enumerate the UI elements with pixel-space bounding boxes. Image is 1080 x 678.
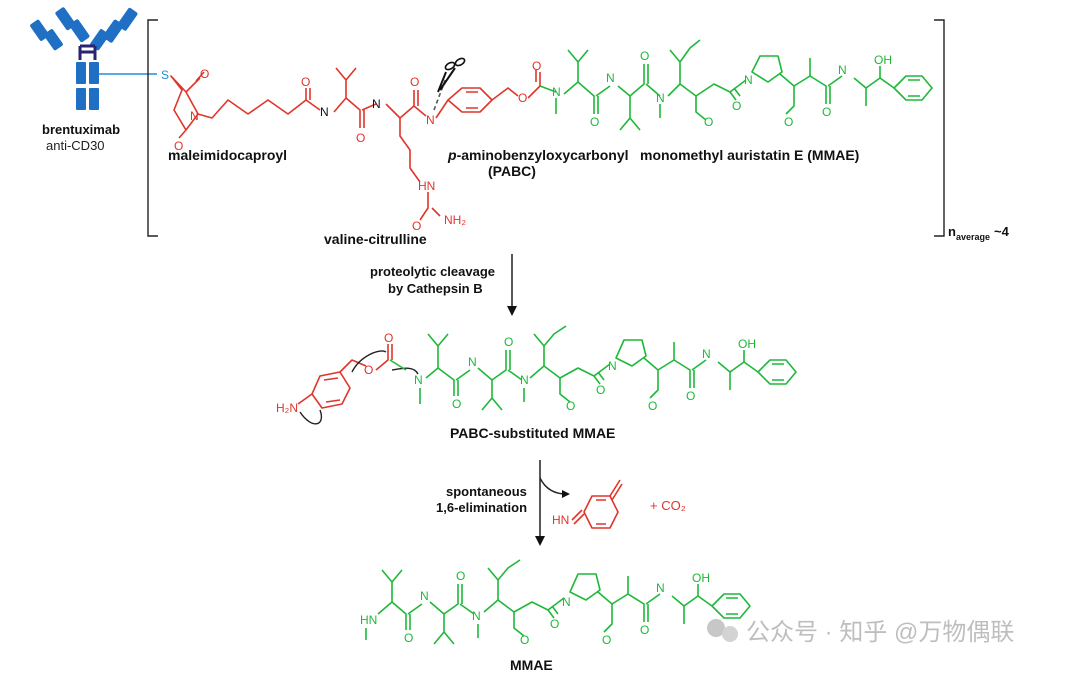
svg-text:O: O (686, 389, 695, 403)
svg-text:OH: OH (738, 337, 756, 351)
svg-text:O: O (384, 331, 393, 345)
step2-line1: spontaneous (446, 484, 527, 499)
right-bracket (934, 19, 945, 237)
svg-text:HN: HN (418, 179, 435, 193)
svg-text:O: O (640, 623, 649, 637)
svg-text:O: O (174, 139, 183, 153)
step1-line1: proteolytic cleavage (370, 264, 495, 279)
svg-text:O: O (520, 633, 529, 647)
linker-structure: S O O N O N O N O N HN O NH₂ O O (161, 59, 541, 233)
co2-label: + CO₂ (650, 498, 686, 513)
svg-text:N: N (426, 113, 435, 127)
svg-text:O: O (200, 67, 209, 81)
svg-text:O: O (404, 631, 413, 645)
svg-text:O: O (732, 99, 741, 113)
svg-text:O: O (596, 383, 605, 397)
svg-text:N: N (608, 359, 617, 373)
svg-text:N: N (420, 589, 429, 603)
svg-text:O: O (566, 399, 575, 413)
svg-text:N: N (562, 595, 571, 609)
svg-text:OH: OH (874, 53, 892, 67)
label-mmae-final: MMAE (510, 657, 553, 673)
label-pabc-mmae: PABC-substituted MMAE (450, 425, 615, 441)
svg-text:O: O (452, 397, 461, 411)
svg-text:N: N (190, 109, 199, 123)
svg-text:O: O (602, 633, 611, 647)
left-bracket (147, 19, 158, 237)
svg-text:N: N (372, 97, 381, 111)
svg-text:O: O (412, 219, 421, 233)
antibody-icon (30, 7, 157, 110)
svg-text:N: N (606, 71, 615, 85)
watermark: 公众号 · 知乎 @万物偶联 (707, 619, 1014, 646)
svg-text:OH: OH (692, 571, 710, 585)
svg-text:O: O (822, 105, 831, 119)
sulfur-atom: S (161, 68, 169, 82)
byproduct-structure: HN (552, 479, 623, 529)
svg-text:N: N (656, 581, 665, 595)
svg-text:N: N (472, 609, 481, 623)
svg-text:HN: HN (552, 513, 569, 527)
svg-text:NH₂: NH₂ (444, 213, 466, 227)
svg-text:N: N (320, 105, 329, 119)
antibody-target: anti-CD30 (46, 138, 105, 153)
scissors-icon (433, 57, 466, 111)
svg-text:N: N (520, 373, 529, 387)
svg-text:O: O (704, 115, 713, 129)
antibody-name: brentuximab (42, 122, 120, 137)
label-maleimidocaproyl: maleimidocaproyl (168, 147, 287, 163)
svg-text:H₂N: H₂N (276, 401, 298, 415)
step2-line2: 1,6-elimination (436, 500, 527, 515)
n-average-label: naverage~4 (948, 224, 1010, 242)
svg-text:O: O (364, 363, 373, 377)
svg-text:O: O (550, 617, 559, 631)
step1-line2: by Cathepsin B (388, 281, 483, 296)
svg-text:O: O (784, 115, 793, 129)
label-pabc-abbr: (PABC) (488, 163, 536, 179)
svg-text:O: O (518, 91, 527, 105)
watermark-text: 公众号 · 知乎 @万物偶联 (746, 619, 1014, 646)
label-valine-citrulline: valine-citrulline (324, 231, 427, 247)
svg-text:O: O (590, 115, 599, 129)
svg-text:N: N (552, 85, 561, 99)
svg-text:O: O (356, 131, 365, 145)
pabc-mmae-structure: H₂N O O N O N O N O O N O O (276, 325, 797, 425)
mmae-top-structure: N O N O N O O N O O N OH (539, 39, 933, 131)
svg-text:HN: HN (360, 613, 377, 627)
svg-text:N: N (468, 355, 477, 369)
svg-text:O: O (640, 49, 649, 63)
label-pabc: p-aminobenzyloxycarbonyl (447, 147, 629, 163)
label-mmae: monomethyl auristatin E (MMAE) (640, 147, 859, 163)
svg-text:N: N (744, 73, 753, 87)
svg-text:O: O (648, 399, 657, 413)
svg-text:O: O (456, 569, 465, 583)
svg-text:O: O (532, 59, 541, 73)
svg-text:O: O (504, 335, 513, 349)
svg-text:N: N (838, 63, 847, 77)
svg-text:N: N (414, 373, 423, 387)
svg-text:N: N (702, 347, 711, 361)
svg-text:O: O (410, 75, 419, 89)
mmae-final-structure: HN O N O N O O N O O N OH (360, 559, 751, 647)
svg-text:O: O (301, 75, 310, 89)
svg-text:N: N (656, 91, 665, 105)
